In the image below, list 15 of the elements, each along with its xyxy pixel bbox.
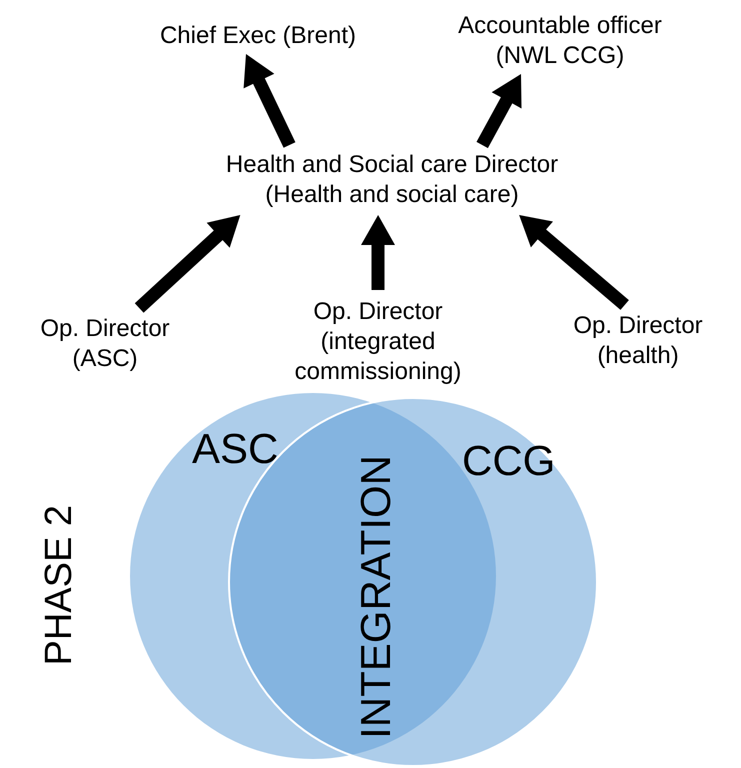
arrow (134, 215, 240, 313)
phase-label: PHASE 2 (40, 505, 78, 666)
role-label: Op. Director (ASC) (10, 308, 200, 380)
role-label: Op. Director (integrated commissioning) (278, 290, 478, 394)
set-label: ASC (192, 425, 278, 473)
arrow (519, 215, 629, 310)
role-label: Chief Exec (Brent) (138, 18, 378, 54)
role-label: Op. Director (health) (543, 305, 733, 377)
overlap-label: INTEGRATION (355, 455, 397, 739)
arrow (361, 215, 395, 290)
set-label: CCG (462, 437, 556, 485)
arrow (476, 74, 522, 148)
arrow (244, 54, 296, 148)
role-label: Accountable officer (NWL CCG) (430, 8, 690, 74)
role-label: Health and Social care Director (Health and social care) (187, 145, 597, 215)
